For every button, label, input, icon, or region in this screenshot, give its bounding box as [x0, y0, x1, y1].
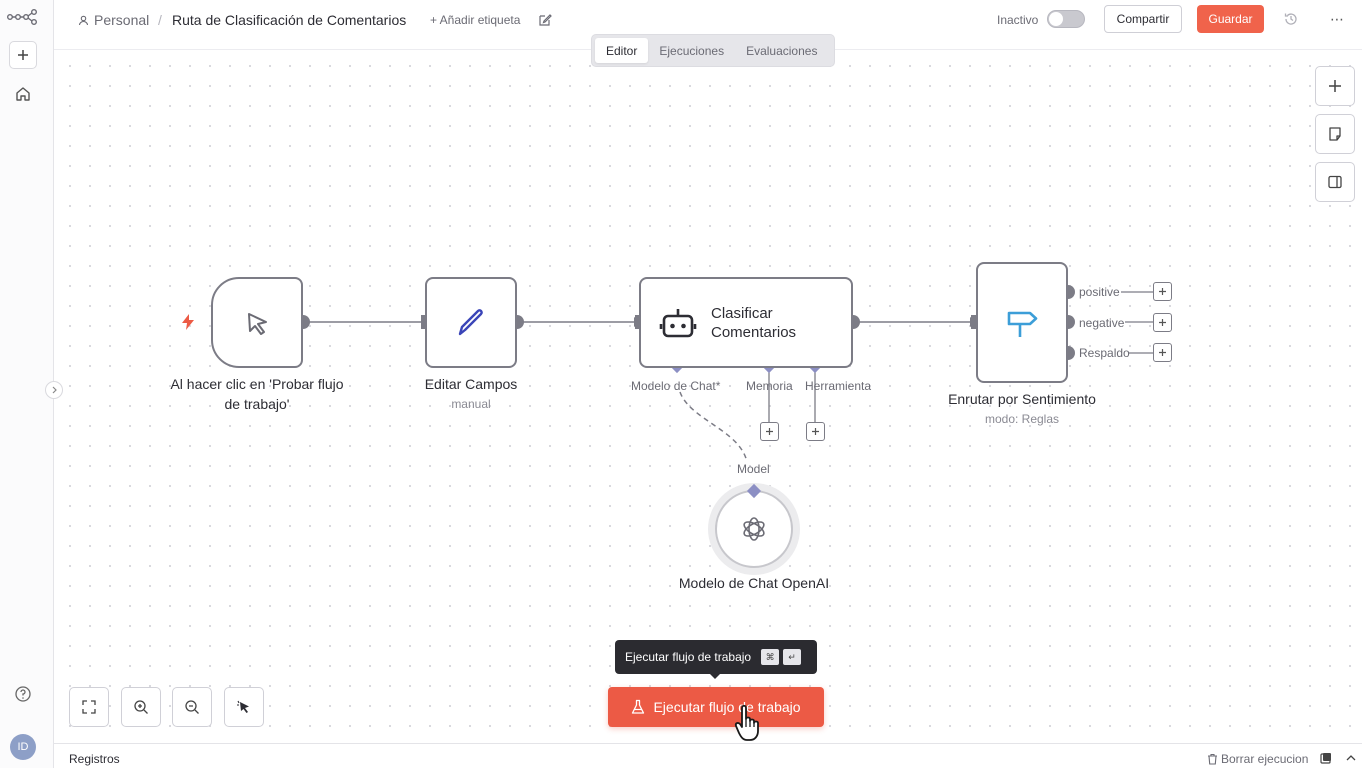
status-label: Inactivo: [997, 13, 1039, 27]
node-subtitle-router: modo: Reglas: [984, 412, 1060, 426]
run-workflow-tooltip: Ejecutar flujo de trabajo ⌘ ↵: [615, 640, 817, 674]
node-label-classifier: Clasificar Comentarios: [711, 304, 797, 341]
node-classify-comments[interactable]: Clasificar Comentarios: [639, 277, 853, 368]
active-toggle[interactable]: [1047, 10, 1085, 28]
add-memory-button[interactable]: [760, 422, 779, 441]
tab-evaluations[interactable]: Evaluaciones: [746, 43, 818, 58]
chevron-right-icon: [52, 386, 57, 394]
avatar[interactable]: ID: [10, 734, 36, 760]
cursor-pointer-icon: [248, 312, 267, 335]
edit-icon[interactable]: [538, 13, 552, 27]
lightning-icon: [182, 314, 194, 330]
add-node-positive-button[interactable]: [1153, 282, 1172, 301]
zoom-out-icon: [185, 700, 199, 714]
node-label-router: Enrutar por Sentimiento: [948, 391, 1096, 407]
robot-icon: [659, 308, 697, 337]
add-node-button[interactable]: [1315, 66, 1355, 106]
expand-sidebar-button[interactable]: [45, 381, 63, 399]
output-label-positive: positive: [1079, 285, 1120, 299]
output-label-fallback: Respaldo: [1079, 346, 1130, 360]
plus-icon: [1159, 349, 1166, 356]
save-button[interactable]: Guardar: [1197, 5, 1264, 33]
port-label-chat-model: Modelo de Chat*: [631, 379, 721, 393]
plus-icon: [18, 50, 28, 60]
diamond-handle-model[interactable]: [746, 483, 762, 499]
plus-icon: [1159, 288, 1166, 295]
tooltip-arrow: [709, 673, 721, 679]
share-button[interactable]: Compartir: [1104, 5, 1182, 33]
workspace-label: Personal: [94, 12, 150, 28]
tab-executions[interactable]: Ejecuciones: [659, 43, 725, 58]
add-node-fallback-button[interactable]: [1153, 343, 1172, 362]
side-panel-icon: [1328, 175, 1342, 189]
tab-editor[interactable]: Editor: [595, 38, 649, 63]
port-label-memory: Memoria: [746, 379, 793, 393]
signpost-icon: [1007, 311, 1038, 337]
fit-screen-icon: [82, 700, 96, 714]
create-button[interactable]: [9, 41, 37, 69]
port-label-model: Model: [737, 462, 770, 476]
left-sidebar: ID: [0, 0, 63, 768]
workflow-title[interactable]: Ruta de Clasificación de Comentarios: [172, 12, 407, 28]
add-tool-button[interactable]: [806, 422, 825, 441]
n8n-logo-icon[interactable]: [7, 8, 37, 26]
zoom-out-button[interactable]: [172, 687, 212, 727]
chevron-up-icon[interactable]: [1345, 752, 1357, 764]
pencil-icon: [458, 308, 483, 335]
node-label-trigger: Al hacer clic en 'Probar flujo de trabaj…: [170, 376, 344, 412]
openai-icon: [743, 517, 765, 541]
plus-icon: [1329, 80, 1341, 92]
hand-cursor-icon: [734, 704, 759, 741]
node-manual-trigger[interactable]: [211, 277, 303, 368]
plus-icon: [1159, 319, 1166, 326]
toggle-panel-button[interactable]: [1315, 162, 1355, 202]
run-workflow-button[interactable]: Ejecutar flujo de trabajo: [608, 687, 824, 727]
add-tag-button[interactable]: + Añadir etiqueta: [430, 13, 521, 27]
logs-footer: Registros Borrar ejecucion: [54, 743, 1362, 768]
node-label-edit-fields: Editar Campos: [424, 376, 518, 392]
run-button-label: Ejecutar flujo de trabajo: [653, 699, 801, 715]
tidy-up-button[interactable]: [224, 687, 264, 727]
port-label-tool: Herramienta: [805, 379, 872, 393]
tooltip-text: Ejecutar flujo de trabajo: [625, 650, 752, 664]
clear-execution-button[interactable]: Borrar ejecucion: [1207, 752, 1308, 766]
kbd-enter: ↵: [783, 649, 802, 665]
popout-icon[interactable]: [1320, 752, 1332, 764]
logs-toggle[interactable]: Registros: [69, 752, 120, 766]
home-icon[interactable]: [14, 85, 32, 103]
top-header: Personal / Ruta de Clasificación de Come…: [54, 0, 1362, 40]
zoom-in-icon: [134, 700, 148, 714]
help-icon[interactable]: [14, 685, 32, 703]
kbd-cmd: ⌘: [761, 649, 780, 665]
node-sentiment-router[interactable]: [976, 262, 1068, 383]
magic-cursor-icon: [237, 700, 249, 713]
history-icon[interactable]: [1283, 11, 1299, 27]
user-icon: [78, 15, 89, 25]
add-sticky-note-button[interactable]: [1315, 114, 1355, 154]
flask-icon: [632, 699, 645, 714]
more-options-icon[interactable]: ⋯: [1330, 11, 1344, 27]
output-label-negative: negative: [1079, 316, 1125, 330]
toggle-knob: [1049, 12, 1063, 26]
node-subtitle-edit-fields: manual: [451, 397, 491, 411]
trash-icon: [1208, 753, 1217, 765]
sticky-note-icon: [1329, 127, 1341, 141]
zoom-in-button[interactable]: [121, 687, 161, 727]
clear-execution-label: Borrar ejecucion: [1221, 752, 1309, 766]
plus-icon: [766, 428, 773, 435]
plus-icon: [812, 428, 819, 435]
breadcrumb-workspace[interactable]: Personal: [78, 12, 149, 28]
view-tabs: Editor Ejecuciones Evaluaciones: [591, 34, 835, 67]
breadcrumb-separator: /: [158, 12, 162, 28]
node-label-openai: Modelo de Chat OpenAI: [678, 575, 830, 591]
add-node-negative-button[interactable]: [1153, 313, 1172, 332]
openai-node-inner: [715, 490, 793, 568]
node-edit-fields[interactable]: [425, 277, 517, 368]
fit-view-button[interactable]: [69, 687, 109, 727]
